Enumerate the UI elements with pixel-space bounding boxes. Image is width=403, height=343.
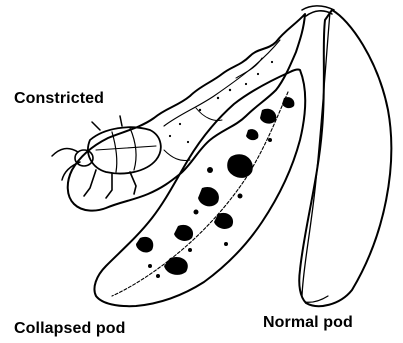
normal-pod: [299, 10, 391, 306]
label-collapsed-pod: Collapsed pod: [14, 320, 126, 338]
label-normal-pod: Normal pod: [263, 314, 353, 332]
label-constricted: Constricted: [14, 90, 104, 108]
pod-stipple: [169, 61, 273, 143]
